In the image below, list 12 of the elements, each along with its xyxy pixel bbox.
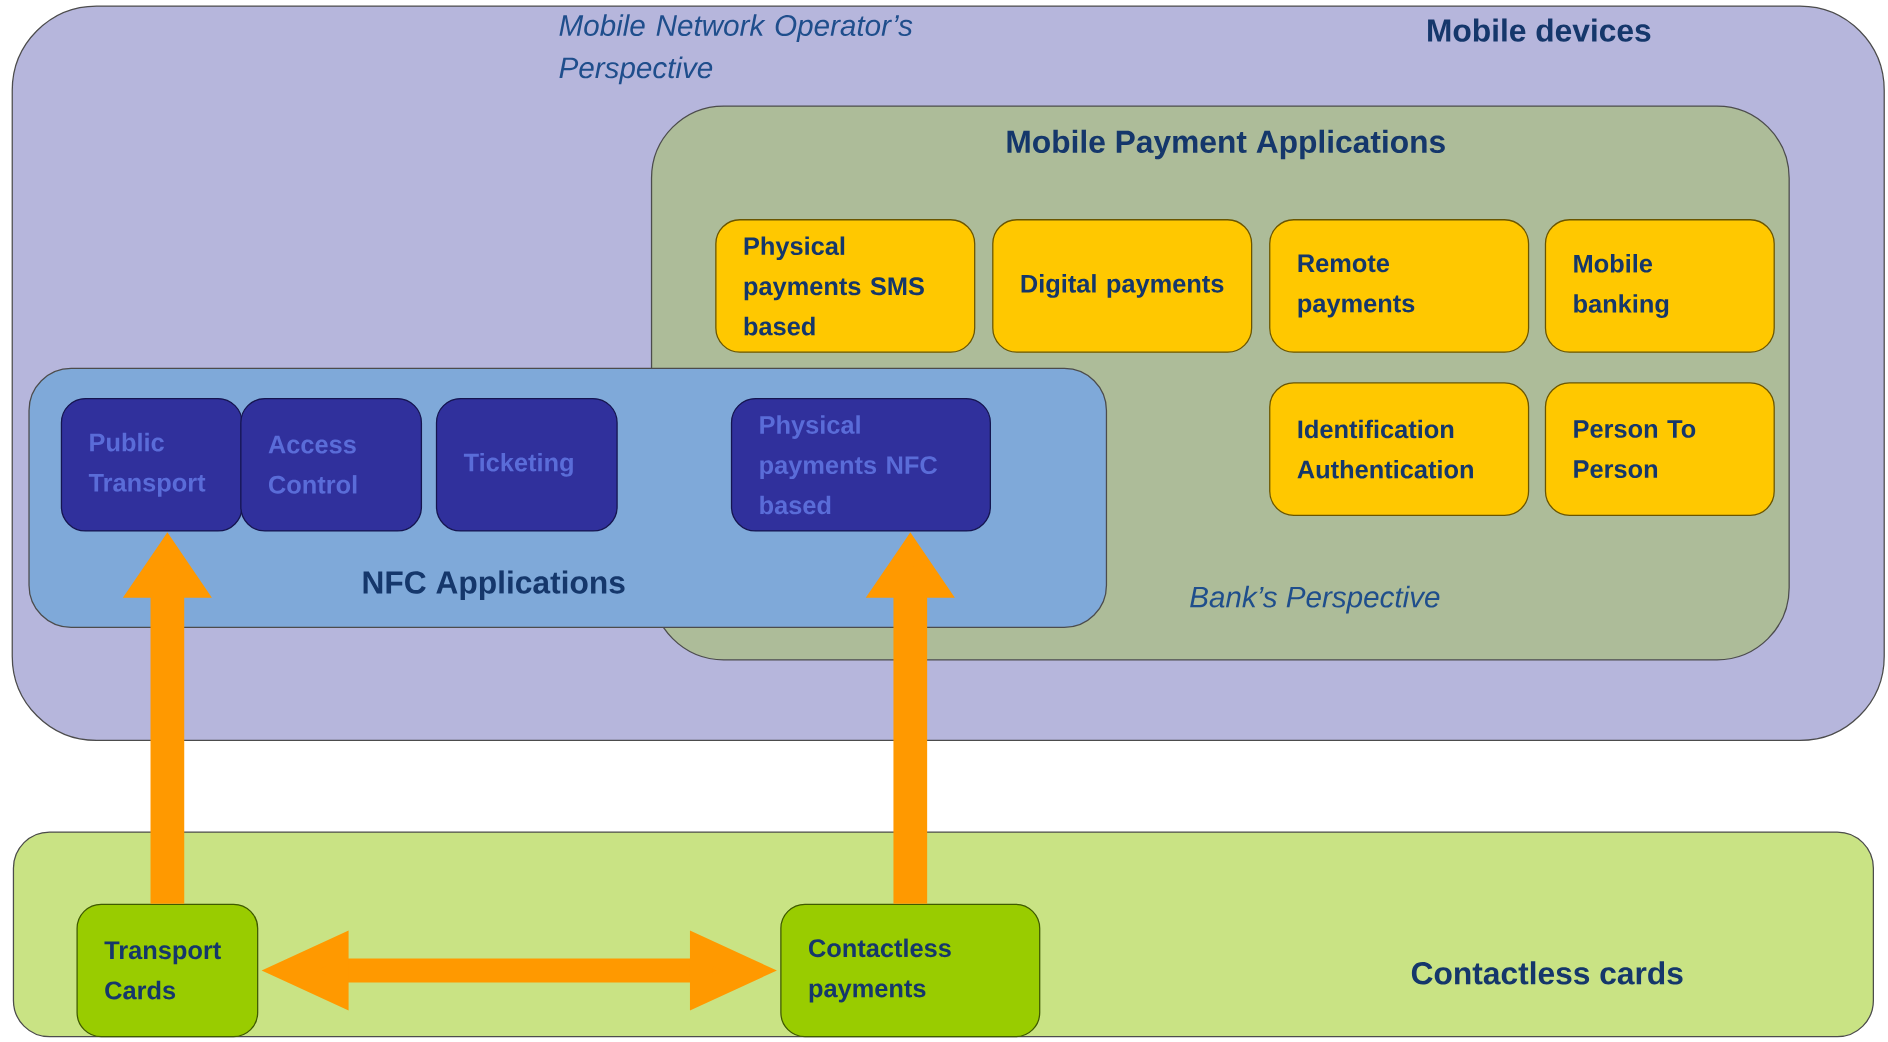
nfc-app-box: Ticketing [435, 398, 618, 532]
app-box: Person To Person [1544, 382, 1775, 517]
card-box: Contactless payments [780, 903, 1041, 1038]
app-box: Physical payments SMS based [715, 219, 976, 354]
app-box: Identification Authentication [1269, 382, 1530, 517]
nfc-app-box: Public Transport [60, 398, 243, 532]
app-box: Mobile banking [1544, 219, 1775, 354]
app-box: Digital payments [992, 219, 1253, 354]
nfc-app-box: Access Control [240, 398, 423, 532]
app-box: Remote payments [1269, 219, 1530, 354]
nfc-app-box: Physical payments NFC based [730, 398, 991, 532]
card-box: Transport Cards [76, 903, 259, 1038]
